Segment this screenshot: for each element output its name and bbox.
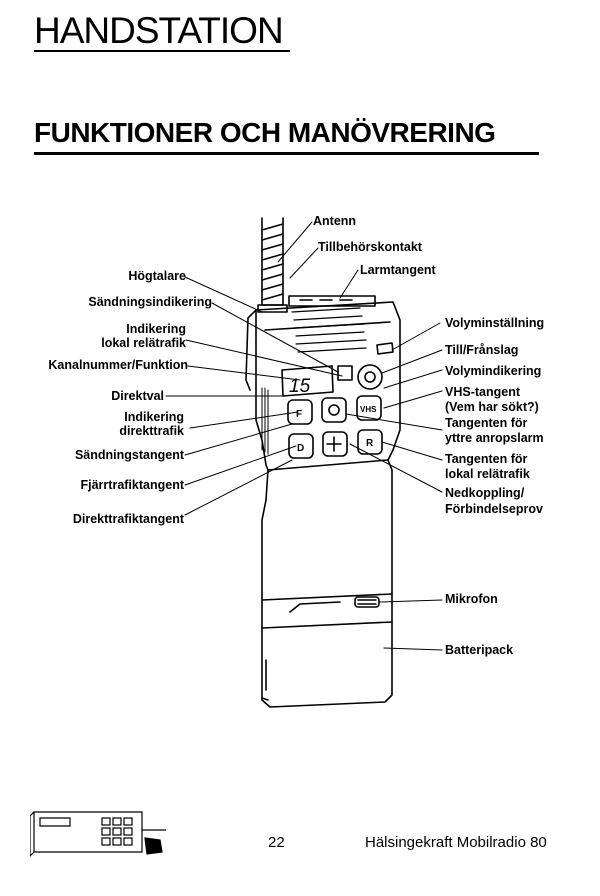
label-mikrofon: Mikrofon <box>445 592 498 606</box>
transmit-indicator <box>337 365 353 381</box>
battery-top-edge <box>261 621 393 629</box>
label-batteripack: Batteripack <box>445 643 514 657</box>
display-readout: 15 <box>289 376 311 397</box>
label-lokal-relatrafik-line2: lokal relätrafik <box>445 467 530 481</box>
leader-lines <box>165 221 443 651</box>
label-kanalnummer-funktion: Kanalnummer/Funktion <box>48 358 188 372</box>
section-title: FUNKTIONER OCH MANÖVRERING <box>34 117 496 148</box>
volume-indicator-strip <box>376 342 394 355</box>
label-tillbehorskontakt: Tillbehörskontakt <box>318 240 422 254</box>
title-underline <box>34 50 290 52</box>
page-number: 22 <box>268 834 285 851</box>
side-grille <box>261 387 269 455</box>
battery-seam <box>261 593 393 601</box>
label-lokal-relatrafik-line1: Tangenten för <box>445 452 528 466</box>
label-sandningstangent: Sändningstangent <box>74 448 184 462</box>
label-larmtangent: Larmtangent <box>360 263 436 277</box>
handstation-thumbnail <box>30 811 166 857</box>
key-r-label: R <box>366 438 374 449</box>
antenna <box>257 217 288 313</box>
label-hogtalare: Högtalare <box>128 269 186 283</box>
volume-knob <box>357 364 383 390</box>
label-yttre-anropslarm-line2: yttre anropslarm <box>445 431 544 445</box>
label-volyminstallning: Volyminställning <box>445 316 545 330</box>
label-nedkoppling-line2: Förbindelseprov <box>445 502 543 516</box>
speaker-grille <box>291 307 367 353</box>
label-sandningsindikering: Sändningsindikering <box>88 295 212 309</box>
label-antenn: Antenn <box>313 214 357 228</box>
label-vhs-tangent-line1: VHS-tangent <box>445 385 520 399</box>
label-till-franslag: Till/Frånslag <box>445 343 519 357</box>
label-fjarrtrafiktangent: Fjärrtrafiktangent <box>80 478 185 492</box>
microphone-slots <box>354 596 380 608</box>
key-vhs-label: VHS <box>360 405 377 414</box>
radio-body <box>245 301 401 708</box>
label-indikering-lokal-line2: lokal relätrafik <box>101 336 186 350</box>
label-indikering-lokal-line1: Indikering <box>126 322 186 336</box>
footer-brand: Hälsingekraft Mobilradio 80 <box>365 834 547 851</box>
body-recess <box>289 601 341 613</box>
label-volymindikering: Volymindikering <box>445 364 542 378</box>
accessory-connector <box>288 295 376 307</box>
label-indikering-direkt-line1: Indikering <box>124 410 184 424</box>
display-window <box>281 365 334 397</box>
label-vhs-tangent-line2: (Vem har sökt?) <box>445 400 539 414</box>
label-yttre-anropslarm-line1: Tangenten för <box>445 416 528 430</box>
label-indikering-direkt-line2: direkttrafik <box>119 424 184 438</box>
label-direkttrafiktangent: Direkttrafiktangent <box>72 512 184 526</box>
section-title-underline <box>34 152 539 155</box>
key-d-label: D <box>297 443 304 454</box>
label-nedkoppling-line1: Nedkoppling/ <box>445 486 525 500</box>
page-title: HANDSTATION <box>34 10 284 51</box>
key-f-label: F <box>296 409 302 420</box>
label-direktval: Direktval <box>111 389 164 403</box>
